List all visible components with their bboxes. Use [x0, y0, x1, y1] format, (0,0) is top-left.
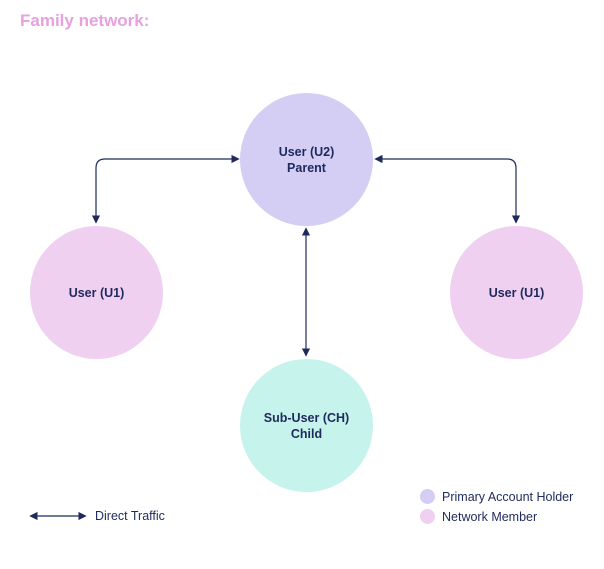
legend-network-member-label: Network Member [442, 509, 538, 524]
diagram-title: Family network: [20, 11, 150, 30]
node-parent: User (U2) Parent [240, 93, 373, 226]
legend-direct-traffic-label: Direct Traffic [95, 509, 165, 523]
arrow-parent-left-user [91, 154, 240, 224]
legend-primary-account-holder-label: Primary Account Holder [442, 489, 574, 504]
legend-primary-account-holder: Primary Account Holder [420, 489, 573, 504]
network-member-swatch [420, 509, 435, 524]
node-left-user: User (U1) [30, 226, 163, 359]
primary-account-holder-swatch [420, 489, 435, 504]
node-child: Sub-User (CH) Child [240, 359, 373, 492]
double-arrow-icon [29, 511, 87, 521]
legend-network-member: Network Member [420, 509, 537, 524]
arrow-parent-right-user [374, 154, 521, 224]
node-parent-line2: Parent [287, 160, 326, 175]
node-right-user-label: User (U1) [488, 285, 545, 300]
node-parent-line1: User (U2) [278, 144, 335, 159]
node-right-user: User (U1) [450, 226, 583, 359]
node-left-user-label: User (U1) [68, 285, 125, 300]
legend-direct-traffic: Direct Traffic [28, 509, 165, 523]
node-child-line2: Child [290, 426, 323, 441]
node-child-line1: Sub-User (CH) [263, 410, 350, 425]
